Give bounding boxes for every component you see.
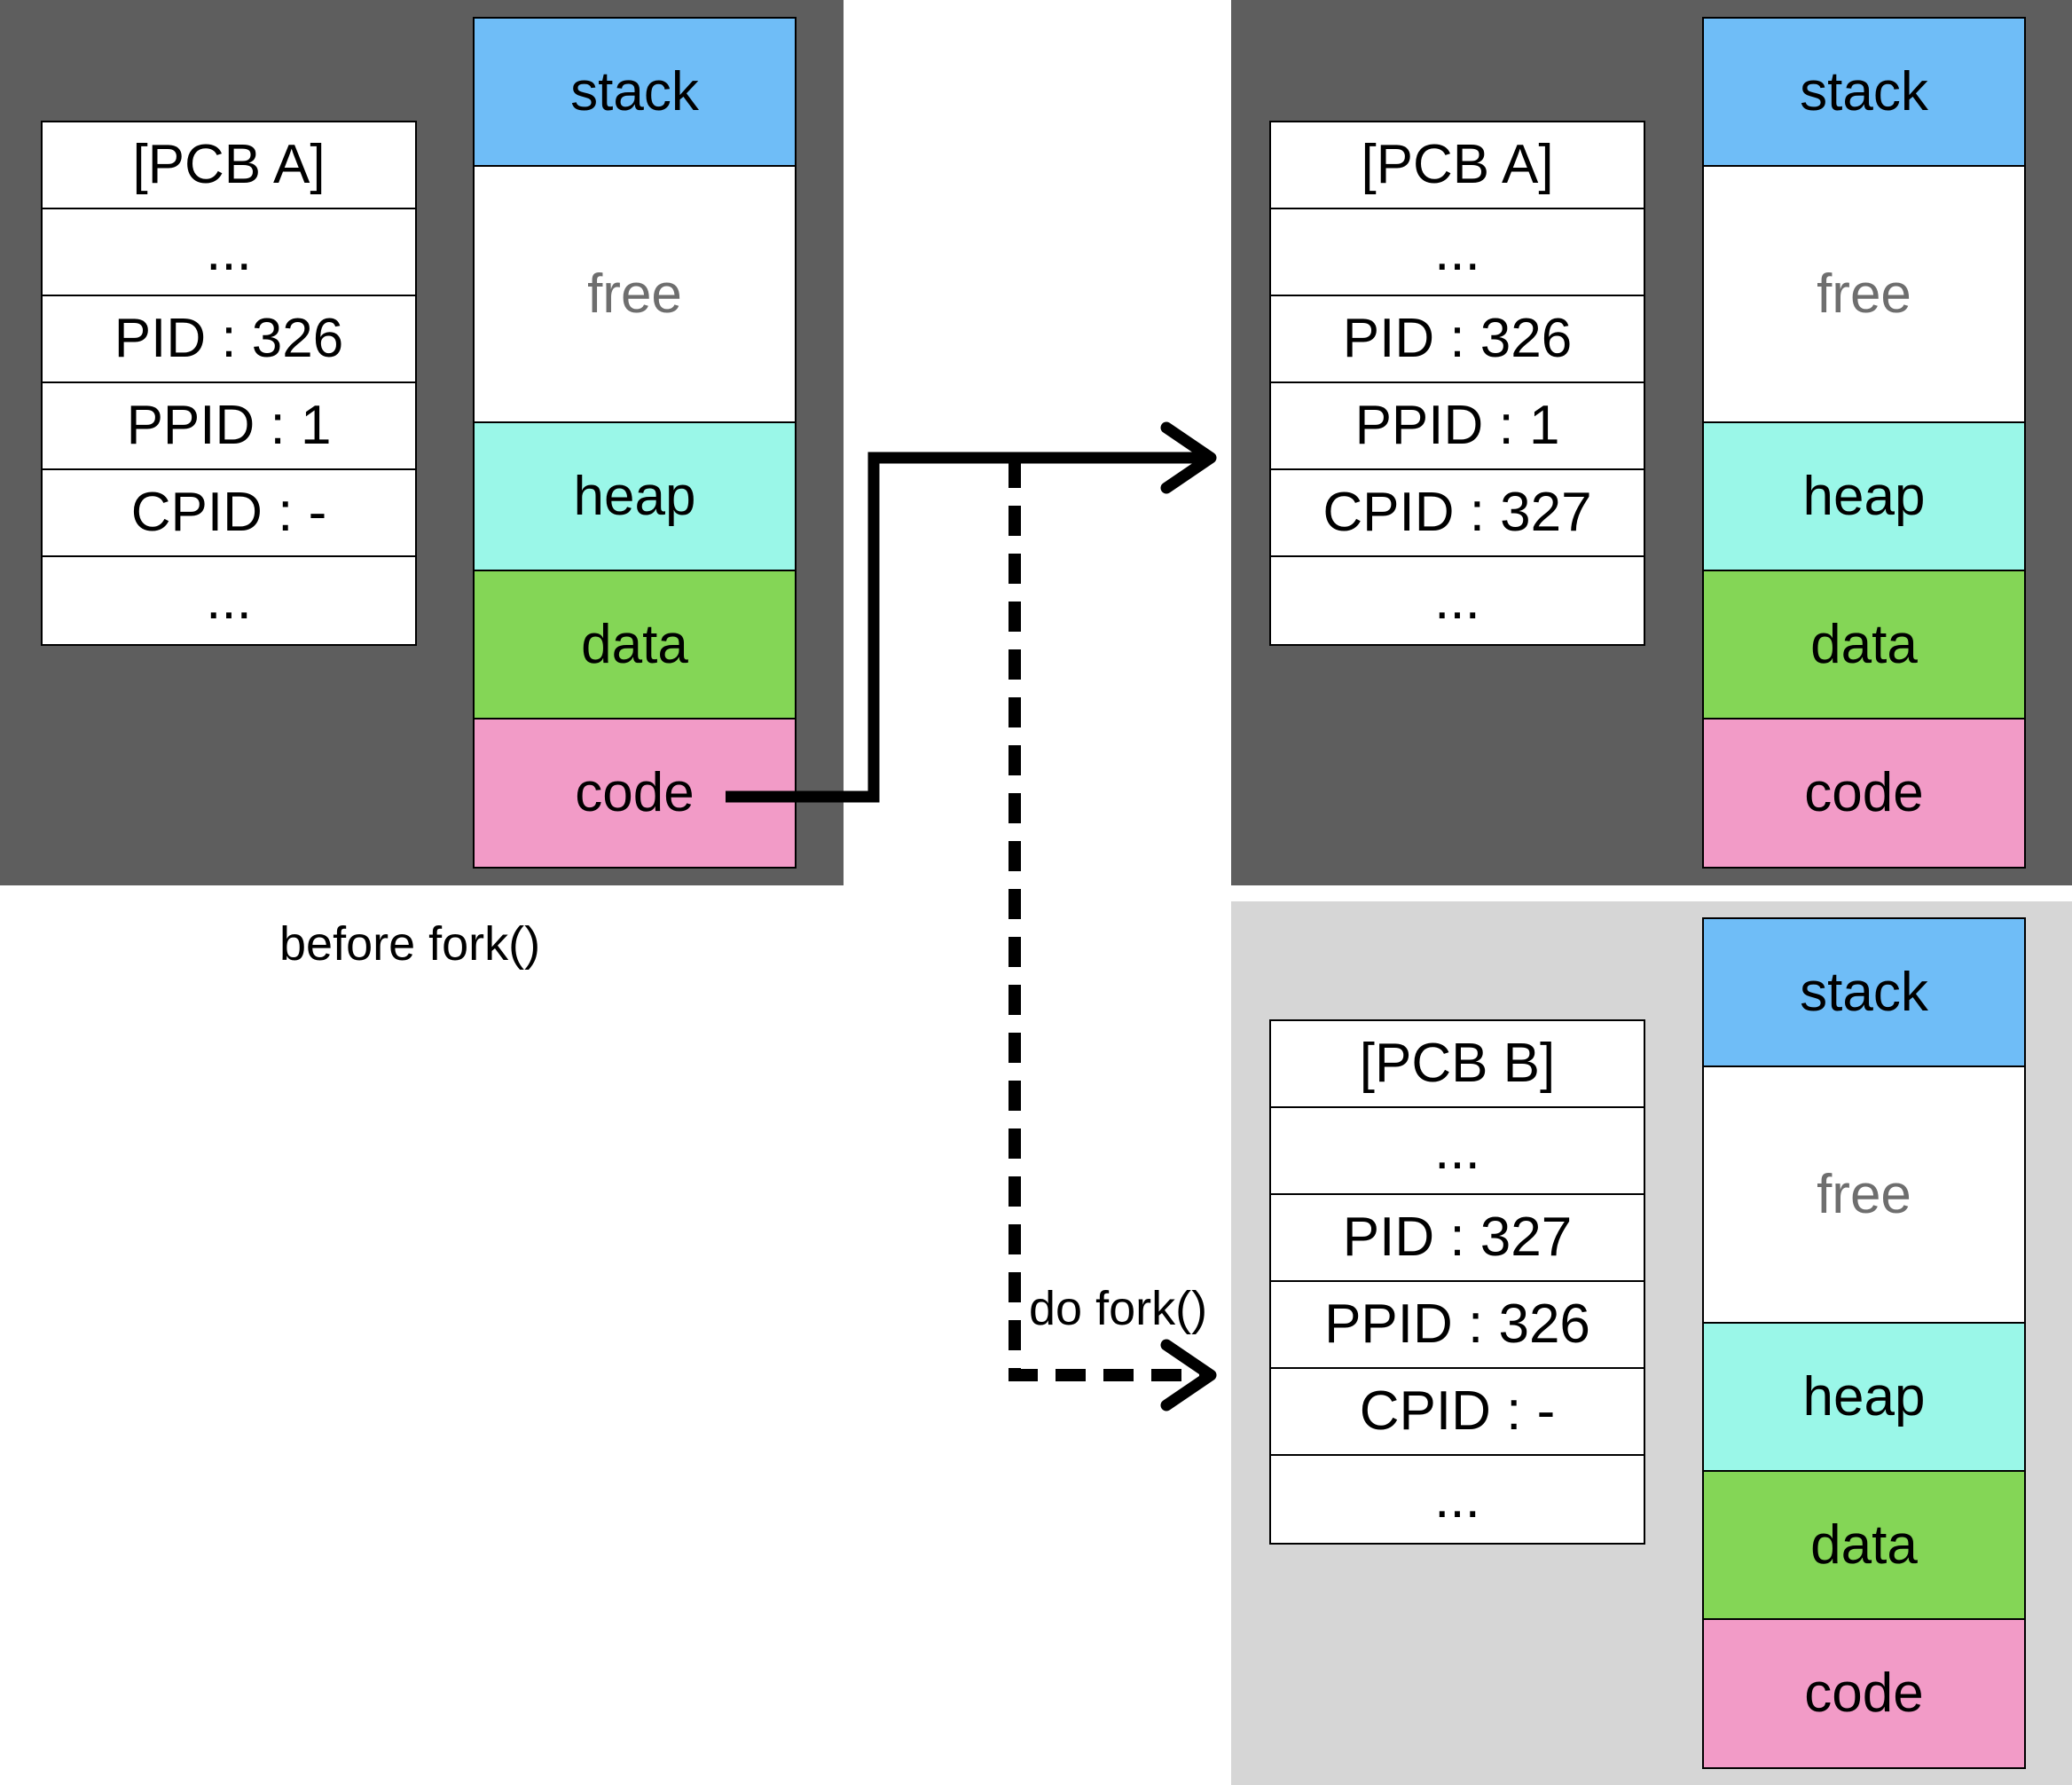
memory-layout-child: stack free heap data code [1702, 917, 2026, 1769]
fork-child-arrow [1009, 458, 1208, 1381]
stack-segment: stack [1704, 919, 2024, 1067]
pcb-ppid: PPID : 1 [1271, 383, 1644, 470]
free-segment: free [475, 167, 795, 423]
do-fork-label: do fork() [1027, 1282, 1210, 1335]
pcb-ellipsis: ... [1271, 209, 1644, 296]
pcb-ppid: PPID : 326 [1271, 1282, 1644, 1369]
data-segment: data [1704, 1472, 2024, 1620]
pcb-pid: PID : 326 [1271, 296, 1644, 383]
heap-segment: heap [1704, 423, 2024, 571]
code-segment: code [1704, 720, 2024, 867]
parent-arrowhead [1160, 421, 1217, 494]
pcb-a-before: [PCB A] ... PID : 326 PPID : 1 CPID : - … [41, 121, 417, 646]
pcb-title: [PCB A] [43, 122, 415, 209]
pcb-title: [PCB B] [1271, 1021, 1644, 1108]
pcb-ellipsis: ... [43, 209, 415, 296]
stack-segment: stack [475, 19, 795, 167]
parent-continue-arrow [726, 452, 1208, 803]
pcb-ellipsis: ... [1271, 1108, 1644, 1195]
pcb-pid: PID : 327 [1271, 1195, 1644, 1282]
pcb-ellipsis: ... [1434, 1468, 1480, 1529]
stack-segment: stack [1704, 19, 2024, 167]
memory-layout-parent: stack free heap data code [1702, 17, 2026, 869]
heap-segment: heap [1704, 1324, 2024, 1472]
data-segment: data [1704, 571, 2024, 720]
child-arrowhead [1160, 1339, 1217, 1411]
pcb-ellipsis: ... [1434, 570, 1480, 631]
pcb-b-after: [PCB B] ... PID : 327 PPID : 326 CPID : … [1269, 1019, 1645, 1545]
pcb-ellipsis: ... [206, 570, 252, 631]
pcb-title: [PCB A] [1271, 122, 1644, 209]
heap-segment: heap [475, 423, 795, 571]
code-segment: code [1704, 1620, 2024, 1767]
pcb-pid: PID : 326 [43, 296, 415, 383]
pcb-ppid: PPID : 1 [43, 383, 415, 470]
before-fork-caption: before fork() [279, 917, 541, 971]
pcb-a-after: [PCB A] ... PID : 326 PPID : 1 CPID : 32… [1269, 121, 1645, 646]
data-segment: data [475, 571, 795, 720]
free-segment: free [1704, 1067, 2024, 1324]
pcb-cpid: CPID : - [1271, 1369, 1644, 1456]
pcb-cpid: CPID : 327 [1271, 470, 1644, 557]
free-segment: free [1704, 167, 2024, 423]
pcb-cpid: CPID : - [43, 470, 415, 557]
